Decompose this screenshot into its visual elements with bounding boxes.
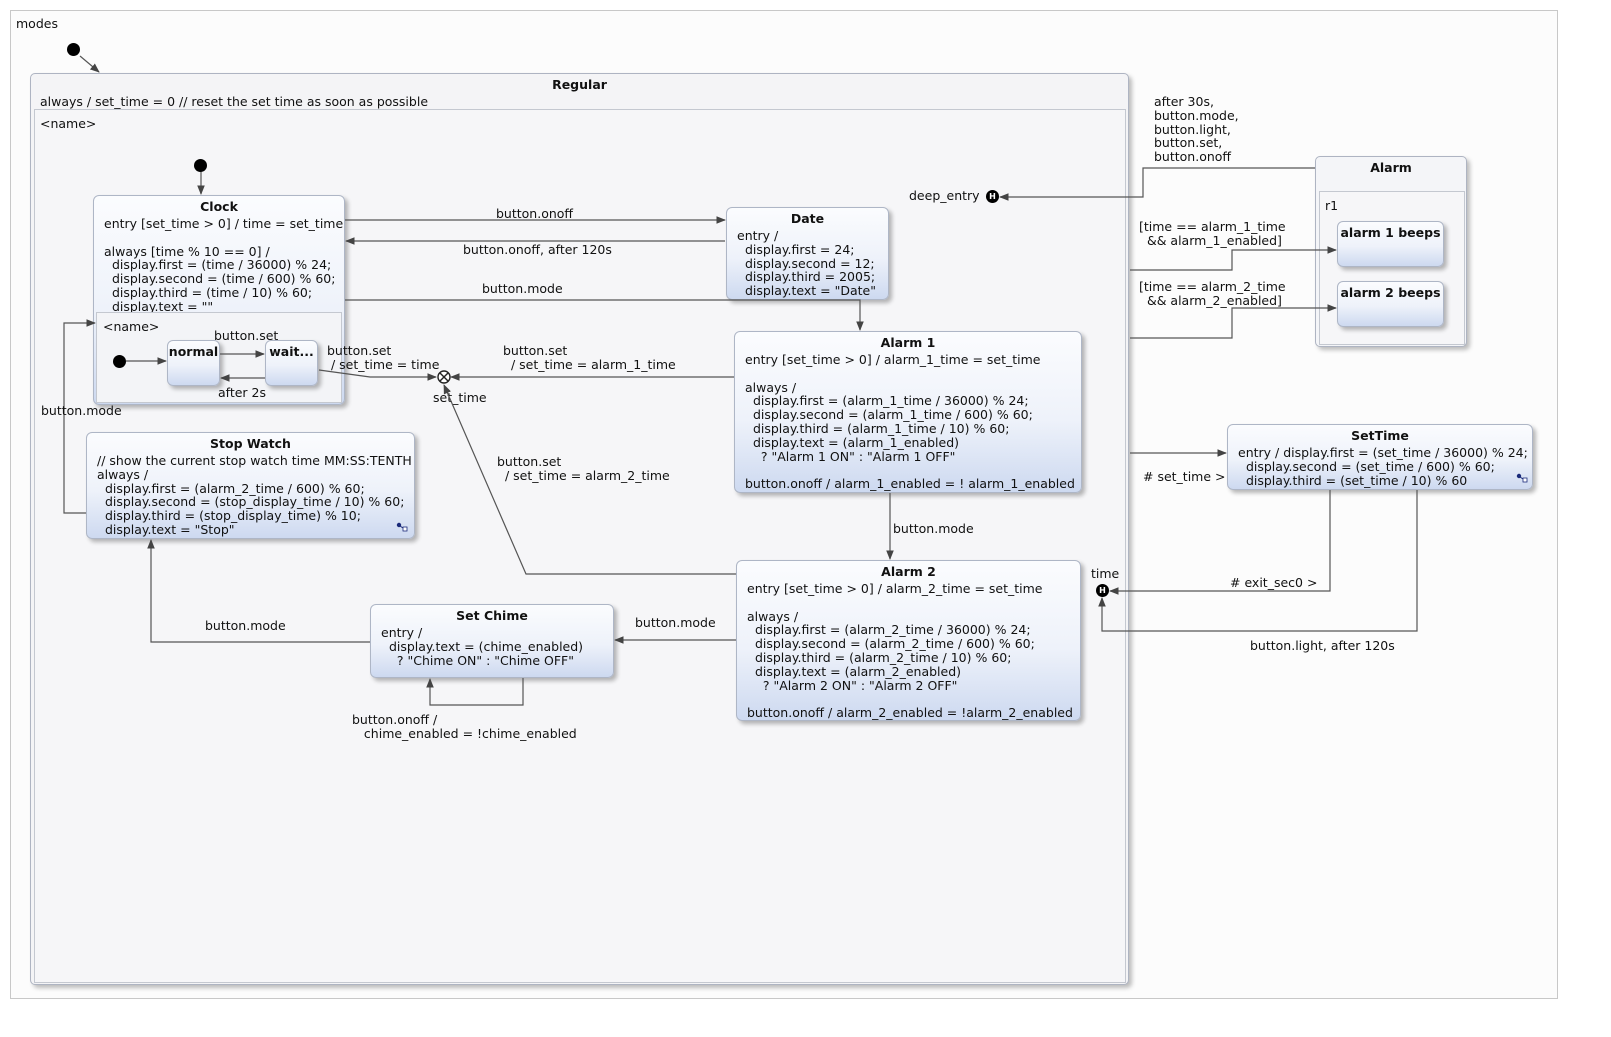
root-name: modes	[16, 16, 58, 31]
set-chime-title: Set Chime	[456, 608, 528, 623]
deep-history-entry[interactable]: H	[986, 190, 999, 203]
clock-body: entry [set_time > 0] / time = set_time a…	[104, 216, 344, 314]
edge-set-chime-self	[426, 678, 524, 706]
alarm-title: Alarm	[1370, 160, 1412, 175]
regular-region-name: <name>	[40, 116, 97, 131]
edge-alarm-deep-entry	[999, 167, 1315, 201]
clock-title: Clock	[200, 199, 238, 214]
subdiagram-icon[interactable]	[396, 522, 408, 532]
alarm-region-name: r1	[1325, 198, 1339, 213]
clock-initial-state[interactable]	[113, 355, 126, 368]
edge-set-chime-stop-watch	[147, 539, 370, 643]
edge-root-initial	[79, 55, 100, 73]
label-regular-beeps-1: [time == alarm_1_time && alarm_1_enabled…	[1139, 219, 1286, 248]
exit-point-set-time	[437, 370, 451, 384]
label-clock-alarm-1: button.mode	[482, 281, 563, 296]
state-alarm-2[interactable]: Alarm 2 entry [set_time > 0] / alarm_2_t…	[736, 560, 1081, 721]
state-date[interactable]: Date entry / display.first = 24; display…	[726, 207, 889, 300]
label-wait-normal: after 2s	[218, 385, 267, 400]
set-chime-body: entry / display.text = (chime_enabled) ?…	[381, 625, 584, 668]
label-alarm-2-exit: button.set / set_time = alarm_2_time	[497, 454, 670, 483]
label-wait-exit: button.set / set_time = time	[327, 343, 440, 372]
label-set-chime-stop-watch: button.mode	[205, 618, 286, 633]
state-alarm-2-beeps[interactable]: alarm 2 beeps	[1337, 281, 1444, 327]
edge-regular-beeps-2	[1130, 304, 1337, 339]
state-wait[interactable]: wait...	[265, 340, 318, 386]
label-regular-beeps-2: [time == alarm_2_time && alarm_2_enabled…	[1139, 279, 1286, 308]
state-alarm-1[interactable]: Alarm 1 entry [set_time > 0] / alarm_1_t…	[734, 331, 1082, 493]
set-time-title: SetTime	[1351, 428, 1409, 443]
state-stop-watch[interactable]: Stop Watch // show the current stop watc…	[86, 432, 415, 539]
edge-alarm-2-exit	[443, 384, 736, 575]
state-set-chime[interactable]: Set Chime entry / display.text = (chime_…	[370, 604, 614, 678]
deep-entry-label: deep_entry	[909, 188, 980, 203]
label-alarm-deep-entry: after 30s, button.mode, button.light, bu…	[1154, 94, 1239, 165]
set-time-body: entry / display.first = (set_time / 3600…	[1238, 445, 1528, 488]
time-history-entry[interactable]: H	[1096, 584, 1109, 597]
state-normal[interactable]: normal	[167, 340, 220, 386]
state-set-time[interactable]: SetTime entry / display.first = (set_tim…	[1227, 424, 1533, 490]
regular-title: Regular	[552, 77, 607, 92]
regular-reaction: always / set_time = 0 // reset the set t…	[40, 94, 429, 109]
label-alarm-1-alarm-2: button.mode	[893, 521, 974, 536]
stop-watch-title: Stop Watch	[210, 436, 291, 451]
label-alarm-1-exit: button.set / set_time = alarm_1_time	[503, 343, 676, 372]
date-title: Date	[790, 211, 825, 226]
label-regular-set-time: # set_time >	[1143, 469, 1226, 484]
state-alarm-1-beeps[interactable]: alarm 1 beeps	[1337, 221, 1444, 267]
label-stop-watch-clock: button.mode	[41, 403, 122, 418]
clock-region-name: <name>	[103, 319, 160, 334]
subdiagram-icon[interactable]	[1516, 473, 1528, 483]
alarm-1-title: Alarm 1	[880, 335, 936, 350]
alarm-2-body: entry [set_time > 0] / alarm_2_time = se…	[747, 581, 1073, 721]
edge-set-time-light	[1098, 490, 1418, 632]
edge-clock-alarm-1	[345, 299, 864, 331]
time-history-label: time	[1091, 566, 1120, 581]
edge-regular-beeps-1	[1130, 246, 1337, 271]
alarm-2-title: Alarm 2	[881, 564, 936, 579]
root-initial-state[interactable]	[67, 43, 80, 56]
label-set-chime-self: button.onoff / chime_enabled = !chime_en…	[352, 712, 577, 741]
label-normal-wait: button.set	[214, 328, 279, 343]
alarm-1-body: entry [set_time > 0] / alarm_1_time = se…	[745, 352, 1075, 492]
label-clock-date: button.onoff	[496, 206, 574, 221]
label-set-time-light: button.light, after 120s	[1250, 638, 1395, 653]
label-alarm-2-set-chime: button.mode	[635, 615, 716, 630]
edge-set-time-exit	[1109, 490, 1331, 595]
stop-watch-body: // show the current stop watch time MM:S…	[97, 453, 412, 537]
wait-title: wait...	[269, 344, 314, 359]
regular-initial-state[interactable]	[194, 159, 207, 172]
label-set-time-exit: # exit_sec0 >	[1230, 575, 1318, 590]
normal-title: normal	[168, 344, 219, 359]
edge-stop-watch-clock	[63, 319, 96, 514]
label-date-clock: button.onoff, after 120s	[463, 242, 612, 257]
edge-wait-exit	[318, 369, 437, 381]
alarm-2-beeps-title: alarm 2 beeps	[1340, 285, 1441, 300]
alarm-1-beeps-title: alarm 1 beeps	[1340, 225, 1441, 240]
date-body: entry / display.first = 24; display.seco…	[737, 228, 876, 299]
